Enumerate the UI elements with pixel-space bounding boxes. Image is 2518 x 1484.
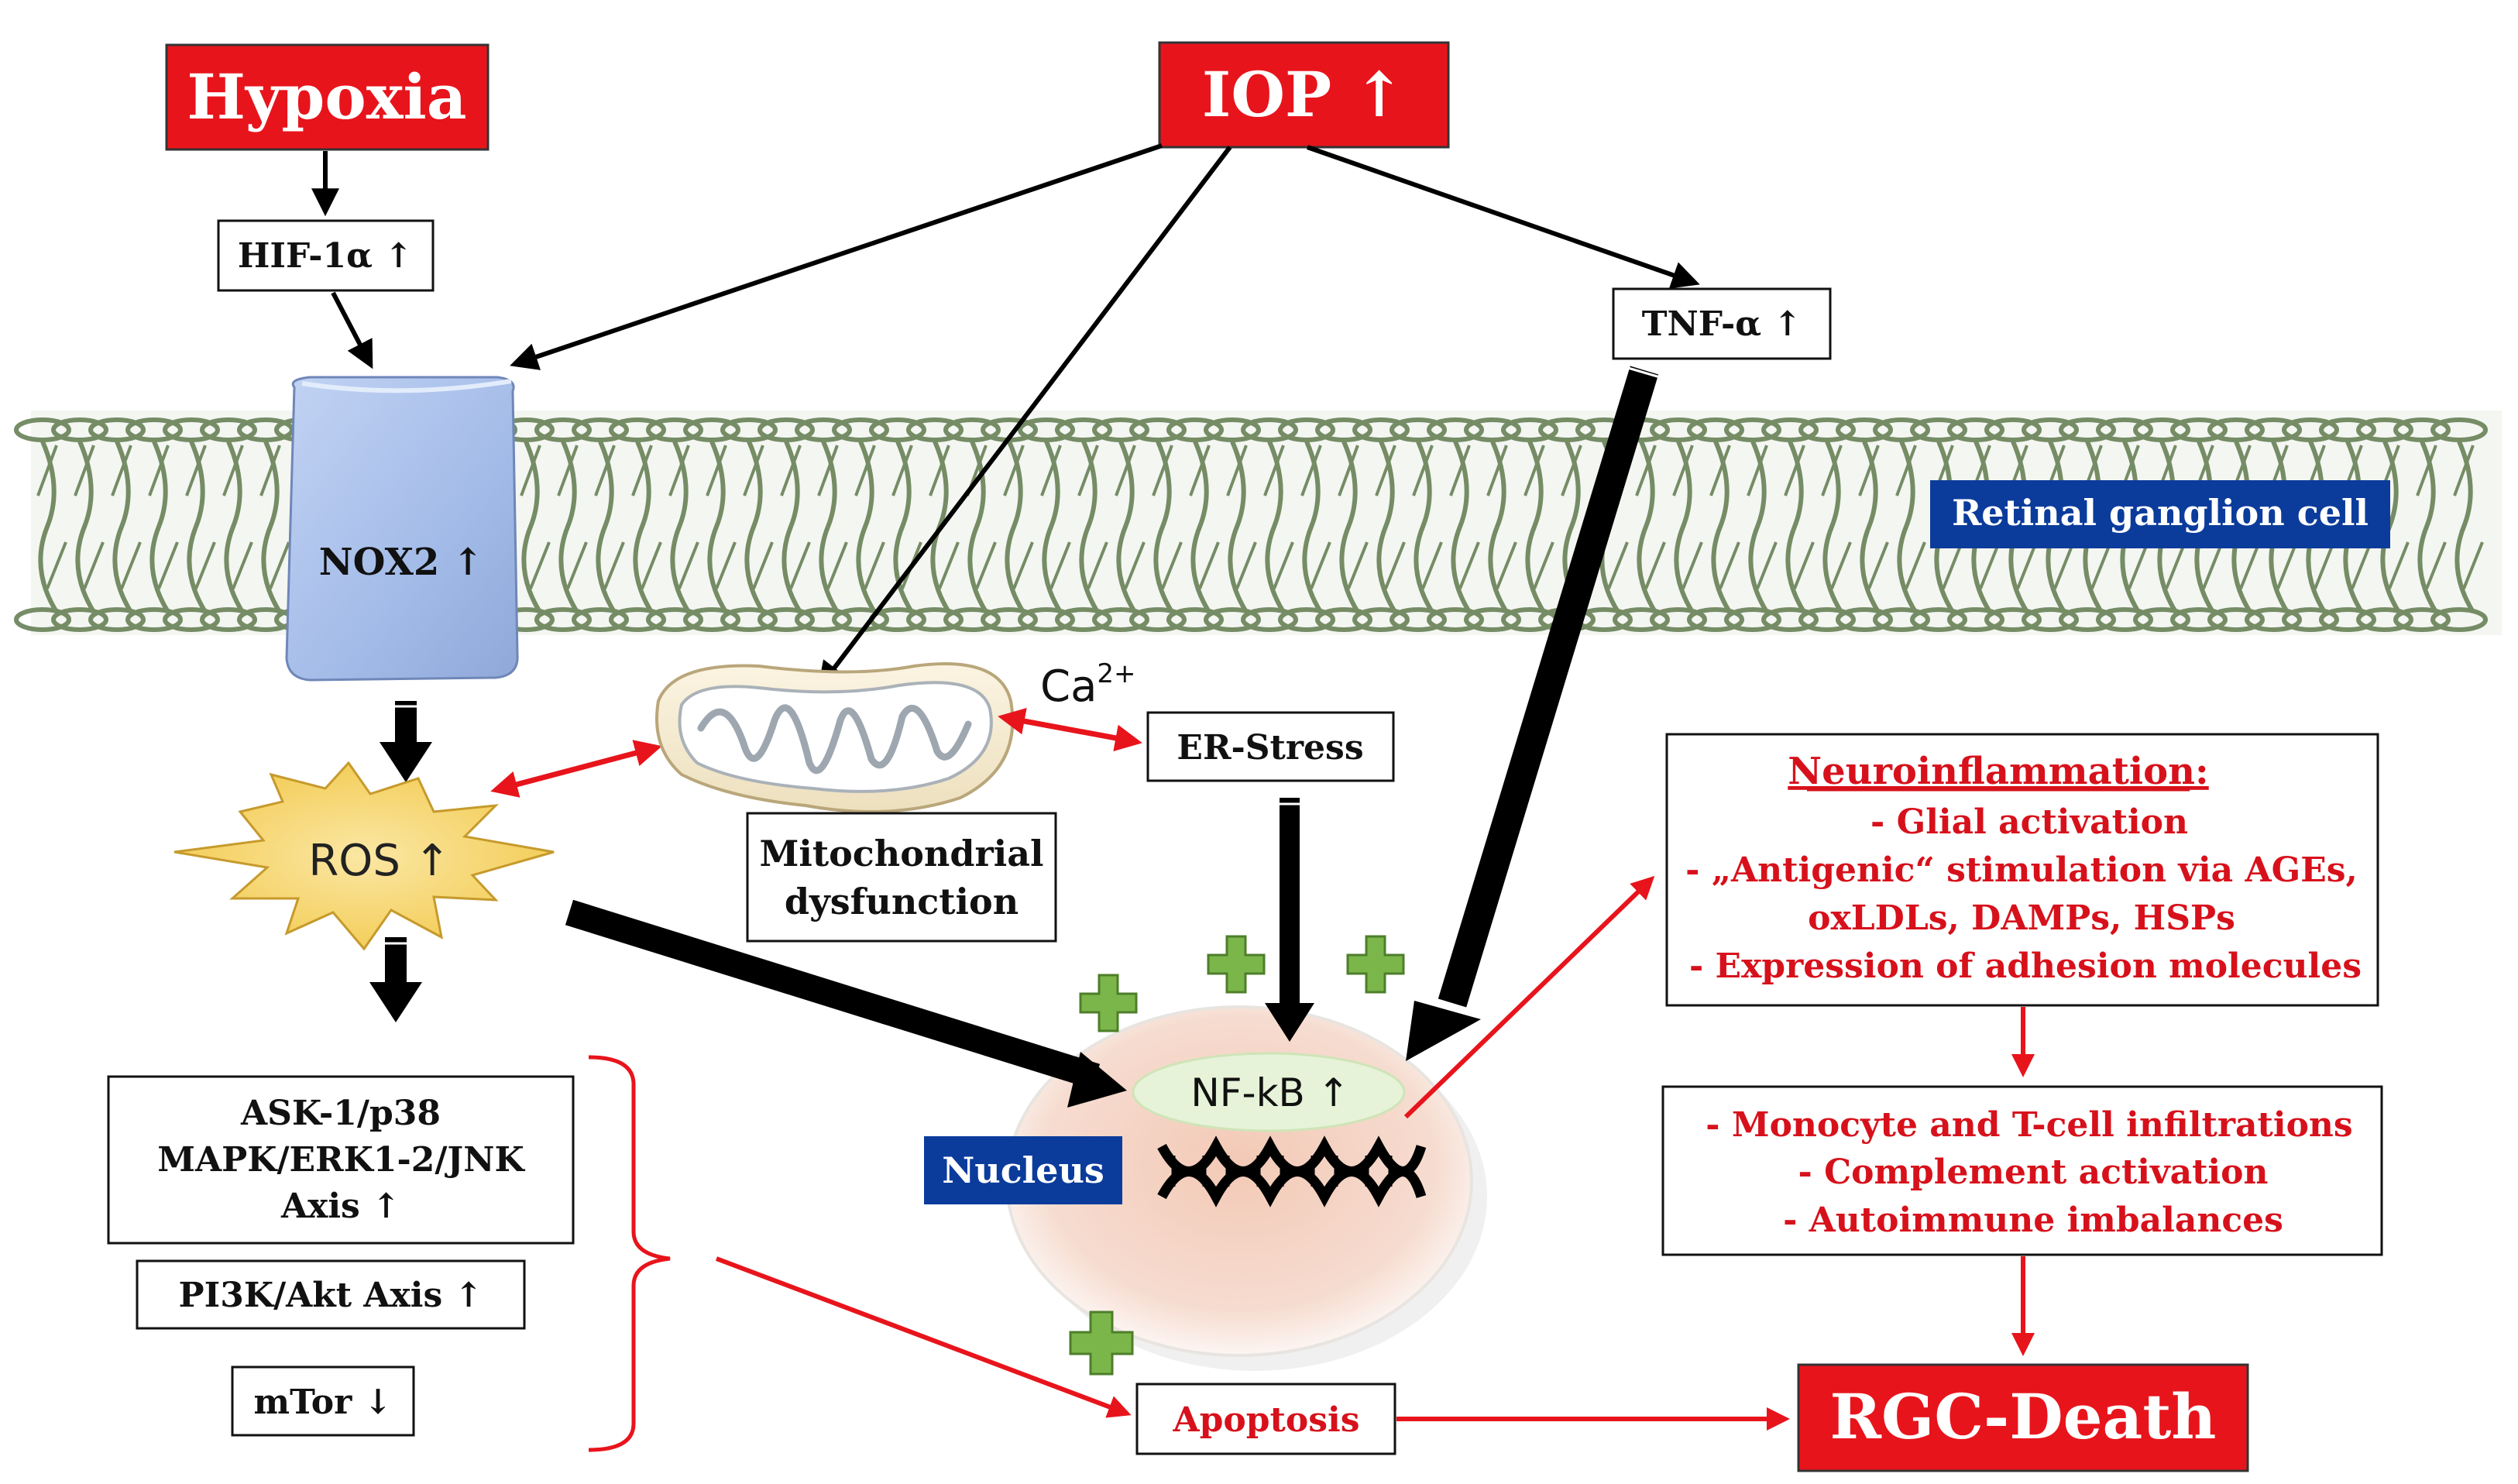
mito-line1: Mitochondrial	[759, 833, 1043, 874]
arrow-iop-nox2	[510, 143, 1163, 370]
nfkb-text: NF-kB ↑	[1190, 1070, 1349, 1115]
neuro-item-1: - Glial activation	[1870, 802, 2188, 842]
plus-icon-3	[1346, 935, 1405, 994]
tnf-box: TNF-α ↑	[1612, 287, 1832, 360]
ask-line1: ASK-1/p38	[240, 1094, 441, 1133]
neuro-item-4: - Expression of adhesion molecules	[1689, 946, 2362, 986]
apoptosis-text: Apoptosis	[1173, 1400, 1360, 1440]
er-stress-text: ER-Stress	[1177, 728, 1363, 768]
arrow-ros-kinases	[369, 937, 422, 1022]
ros-burst-icon: ROS ↑	[173, 761, 555, 951]
arrow-nfkb-neuroinflammation	[1403, 875, 1655, 1119]
nucleus-label: Nucleus	[924, 1136, 1122, 1204]
calcium-label: Ca2+	[1040, 658, 1136, 712]
infiltration-box: - Monocyte and T-cell infiltrations - Co…	[1661, 1085, 2383, 1256]
ask-line3: Axis ↑	[280, 1187, 400, 1226]
nox2-text: NOX2 ↑	[319, 541, 483, 584]
plus-icon-4	[1069, 1311, 1134, 1376]
infiltration-item-2: - Complement activation	[1798, 1153, 2269, 1192]
mito-line2: dysfunction	[785, 881, 1019, 922]
rgc-label-text: Retinal ganglion cell	[1952, 492, 2369, 534]
nucleus-text: Nucleus	[942, 1149, 1104, 1191]
ca-text: Ca2+	[1040, 658, 1136, 712]
ask-box: ASK-1/p38 MAPK/ERK1-2/JNK Axis ↑	[107, 1075, 575, 1245]
arrow-iop-mito	[817, 146, 1232, 690]
top-arrows	[311, 143, 1700, 690]
mito-label-box: Mitochondrial dysfunction	[746, 812, 1057, 943]
rgc-label: Retinal ganglion cell	[1930, 480, 2390, 548]
nfkb-ellipse: NF-kB ↑	[1132, 1052, 1406, 1132]
ros-text: ROS ↑	[308, 836, 450, 886]
hypoxia-text: Hypoxia	[187, 60, 466, 133]
neuroinflammation-box: Neuroinflammation: - Glial activation - …	[1665, 733, 2379, 1007]
arrow-nox2-ros	[380, 701, 432, 782]
mtor-box: mTor ↓	[231, 1365, 415, 1437]
plus-icon-1	[1079, 974, 1138, 1032]
neuro-item-3: oxLDLs, DAMPs, HSPs	[1808, 898, 2235, 938]
arrow-hif-nox2	[331, 291, 373, 369]
pi3k-text: PI3K/Akt Axis ↑	[179, 1276, 483, 1315]
red-bracket	[588, 1055, 671, 1452]
plus-icon-2	[1207, 935, 1266, 994]
hif-box: HIF-1α ↑	[217, 219, 435, 292]
dna-helix-icon	[1157, 1135, 1427, 1207]
arrow-tnf-nfkb	[1406, 366, 1661, 1061]
iop-text: IOP ↑	[1202, 58, 1405, 131]
hif-text: HIF-1α ↑	[238, 236, 413, 276]
iop-box: IOP ↑	[1158, 41, 1450, 149]
rgc-death-text: RGC-Death	[1830, 1380, 2217, 1453]
ask-line2: MAPK/ERK1-2/JNK	[157, 1140, 525, 1180]
arrow-ros-nfkb	[562, 899, 1127, 1108]
arrow-er-nfkb	[1265, 798, 1314, 1042]
tnf-text: TNF-α ↑	[1642, 304, 1802, 344]
infiltration-item-1: - Monocyte and T-cell infiltrations	[1706, 1105, 2352, 1145]
arrow-kinases-apoptosis	[715, 1256, 1132, 1418]
infiltration-item-3: - Autoimmune imbalances	[1783, 1201, 2283, 1240]
arrow-iop-tnf	[1307, 145, 1700, 289]
apoptosis-box: Apoptosis	[1135, 1383, 1396, 1455]
mtor-text: mTor ↓	[254, 1383, 393, 1422]
mitochondrion-icon	[655, 662, 1015, 813]
neuro-item-2: - „Antigenic“ stimulation via AGEs,	[1685, 850, 2358, 890]
nox2-channel-icon: NOX2 ↑	[285, 376, 519, 682]
neuroinflammation-title: Neuroinflammation:	[1788, 750, 2208, 793]
rgc-death-box: RGC-Death	[1797, 1363, 2249, 1472]
arrow-ros-mito	[490, 740, 662, 798]
pi3k-box: PI3K/Akt Axis ↑	[136, 1259, 526, 1330]
arrow-mito-er	[998, 707, 1142, 752]
er-stress-box: ER-Stress	[1146, 711, 1395, 782]
plus-icon	[1069, 935, 1405, 1376]
hypoxia-box: Hypoxia	[165, 43, 490, 151]
